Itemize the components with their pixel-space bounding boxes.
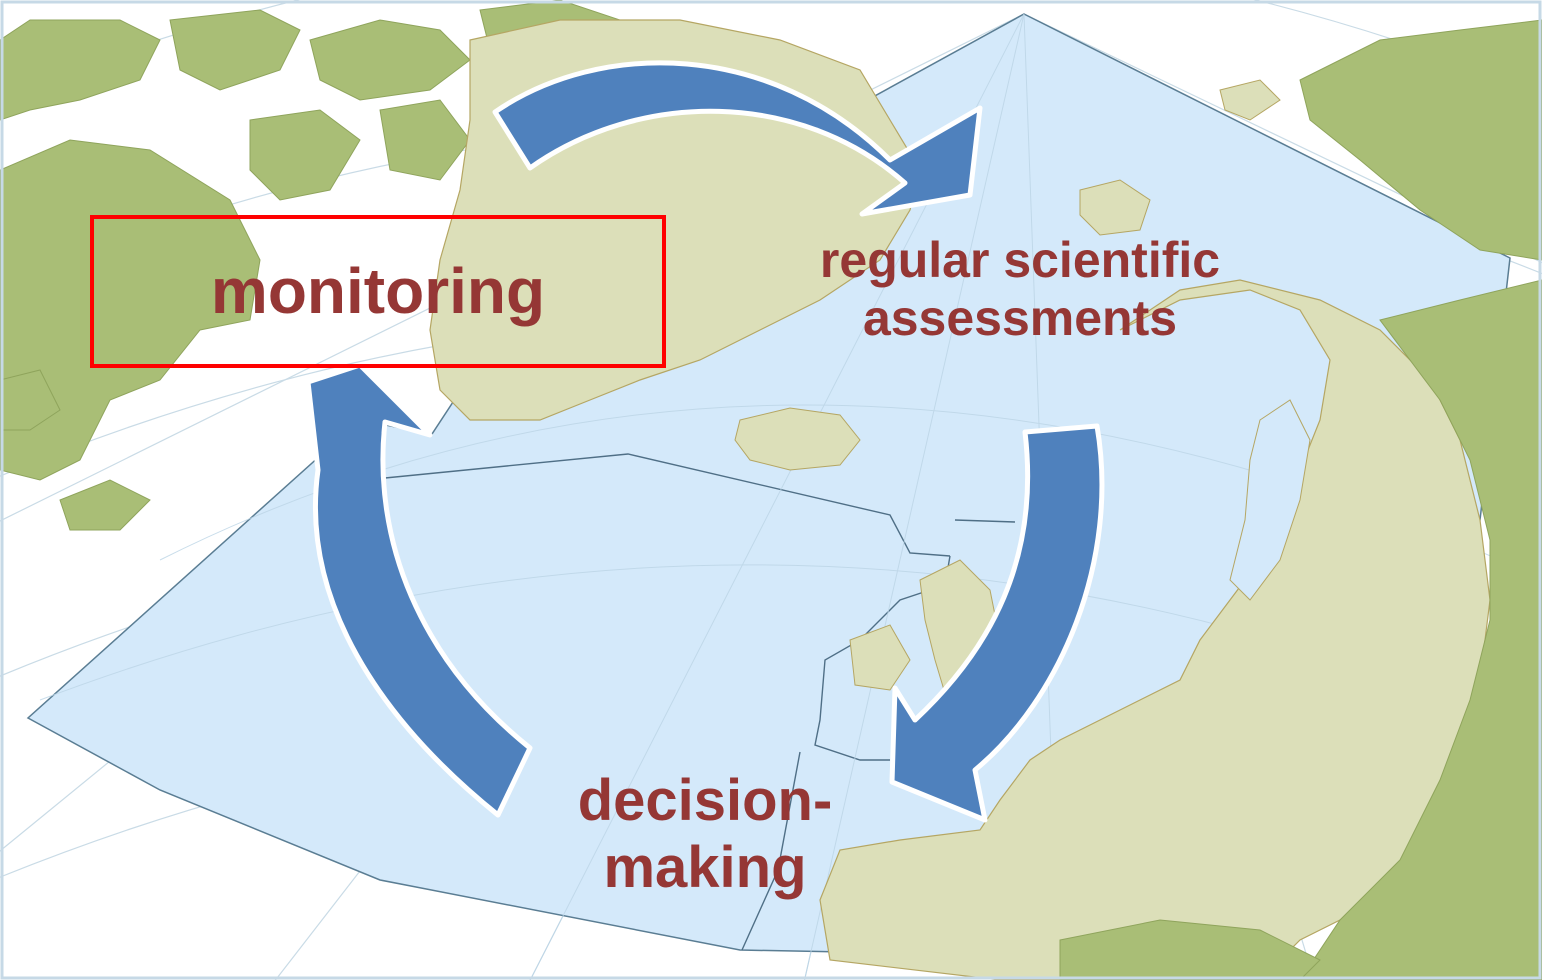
step-decision-line-1: decision-	[577, 768, 833, 833]
land-eastern-europe	[1299, 279, 1542, 980]
step-monitoring-label: monitoring	[210, 254, 546, 327]
region-boundaries	[384, 453, 1016, 951]
step-monitoring: monitoring	[90, 215, 666, 368]
arrow-assessment-to-decision	[889, 423, 1105, 823]
land-north-africa	[1059, 919, 1321, 980]
step-assessment-line-2: assessments	[862, 289, 1178, 346]
land-iceland	[734, 407, 861, 471]
cycle-arrows	[305, 60, 1105, 823]
baltic-sea	[1229, 399, 1311, 601]
land-russian-arctic	[1299, 19, 1542, 261]
land-arctic-islands	[1079, 79, 1281, 236]
step-decision: decision- making	[520, 768, 890, 901]
step-assessment-line-1: regular scientific	[819, 232, 1221, 288]
arrow-decision-to-monitoring	[305, 362, 533, 818]
step-decision-line-2: making	[603, 834, 807, 900]
arrow-monitoring-to-assessment	[492, 60, 983, 217]
step-assessment: regular scientific assessments	[790, 232, 1250, 347]
